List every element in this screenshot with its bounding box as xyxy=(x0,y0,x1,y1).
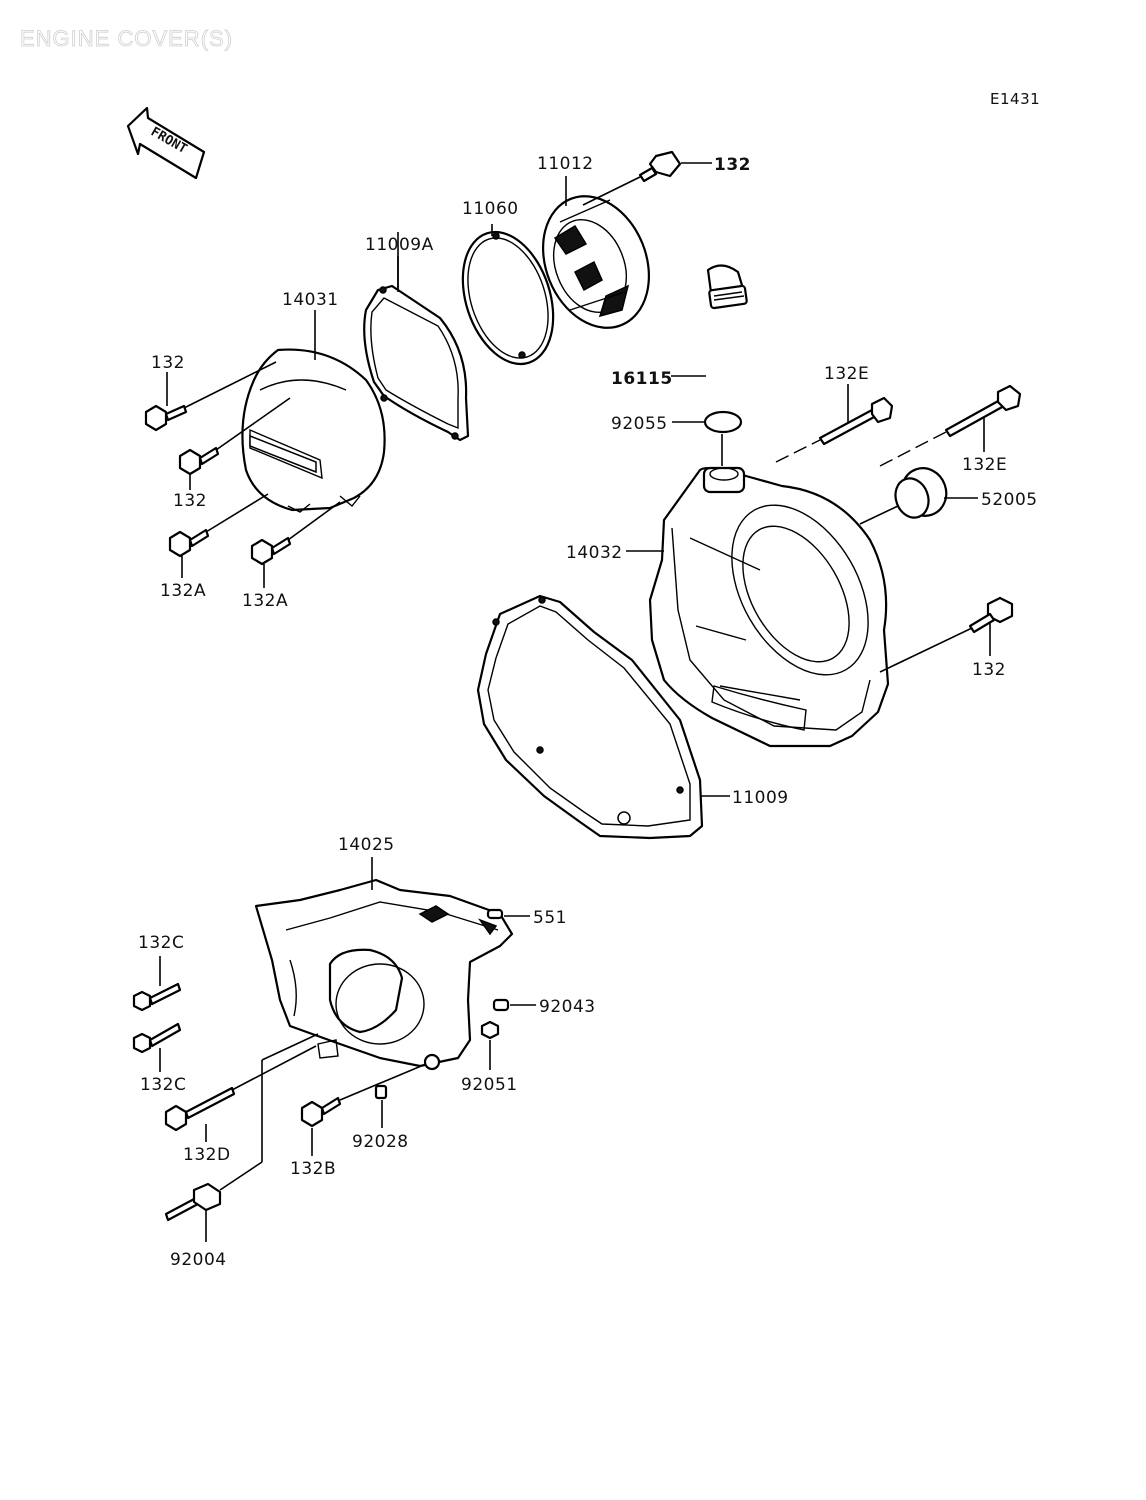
bolt-132C-2 xyxy=(132,1022,182,1054)
label-132A-2: 132A xyxy=(242,591,288,611)
part-14032-cover xyxy=(648,466,890,748)
bolt-132C-1 xyxy=(132,982,182,1012)
label-92043: 92043 xyxy=(539,997,596,1017)
part-14025-cover xyxy=(254,878,514,1071)
part-11009-gasket xyxy=(476,594,704,840)
label-132-c: 132 xyxy=(972,660,1006,680)
part-11009A-gasket xyxy=(363,284,470,442)
label-132C-2: 132C xyxy=(140,1075,186,1095)
label-132-top: 132 xyxy=(714,155,751,175)
label-11009: 11009 xyxy=(732,788,789,808)
part-92028-dowel xyxy=(374,1084,388,1100)
part-11060-ring xyxy=(461,230,555,366)
bolt-132-right xyxy=(968,596,1014,634)
bolt-132-top xyxy=(638,150,682,183)
bolt-132D xyxy=(164,1086,236,1132)
part-16115-cap xyxy=(706,264,748,310)
part-11012-cover xyxy=(542,195,650,329)
bolt-132-left-a xyxy=(144,404,188,432)
bolt-132A-1 xyxy=(168,528,210,558)
bolt-132-left-b xyxy=(178,446,220,476)
label-16115: 16115 xyxy=(611,369,673,389)
label-92055: 92055 xyxy=(611,414,668,434)
label-14025: 14025 xyxy=(338,835,395,855)
part-92051-nut xyxy=(480,1020,500,1040)
label-132E-2: 132E xyxy=(962,455,1007,475)
diagram-code: E1431 xyxy=(990,90,1040,108)
label-14031: 14031 xyxy=(282,290,339,310)
bolt-132E-2 xyxy=(944,384,1022,438)
part-92055-oring xyxy=(703,410,743,434)
label-132C-1: 132C xyxy=(138,933,184,953)
label-92051: 92051 xyxy=(461,1075,518,1095)
part-92043-pin xyxy=(492,998,510,1012)
part-52005-seal xyxy=(894,467,948,519)
label-132-b: 132 xyxy=(173,491,207,511)
part-551-pin xyxy=(486,908,504,920)
label-92028: 92028 xyxy=(352,1132,409,1152)
part-14031-cover xyxy=(241,348,386,513)
label-132-a: 132 xyxy=(151,353,185,373)
bolt-132E-1 xyxy=(818,396,894,446)
bolt-132A-2 xyxy=(250,536,292,566)
watermark-title: ENGINE COVER(S) xyxy=(20,26,233,51)
label-132B: 132B xyxy=(290,1159,336,1179)
label-11009A: 11009A xyxy=(365,235,434,255)
label-132D: 132D xyxy=(183,1145,231,1165)
label-52005: 52005 xyxy=(981,490,1038,510)
bolt-132B xyxy=(300,1096,342,1128)
front-arrow-icon: FRONT xyxy=(126,106,206,180)
label-92004: 92004 xyxy=(170,1250,227,1270)
label-14032: 14032 xyxy=(566,543,623,563)
label-551: 551 xyxy=(533,908,567,928)
label-132E-1: 132E xyxy=(824,364,869,384)
label-132A-1: 132A xyxy=(160,581,206,601)
part-92004-stud xyxy=(164,1182,222,1222)
label-11012: 11012 xyxy=(537,154,594,174)
label-11060: 11060 xyxy=(462,199,519,219)
